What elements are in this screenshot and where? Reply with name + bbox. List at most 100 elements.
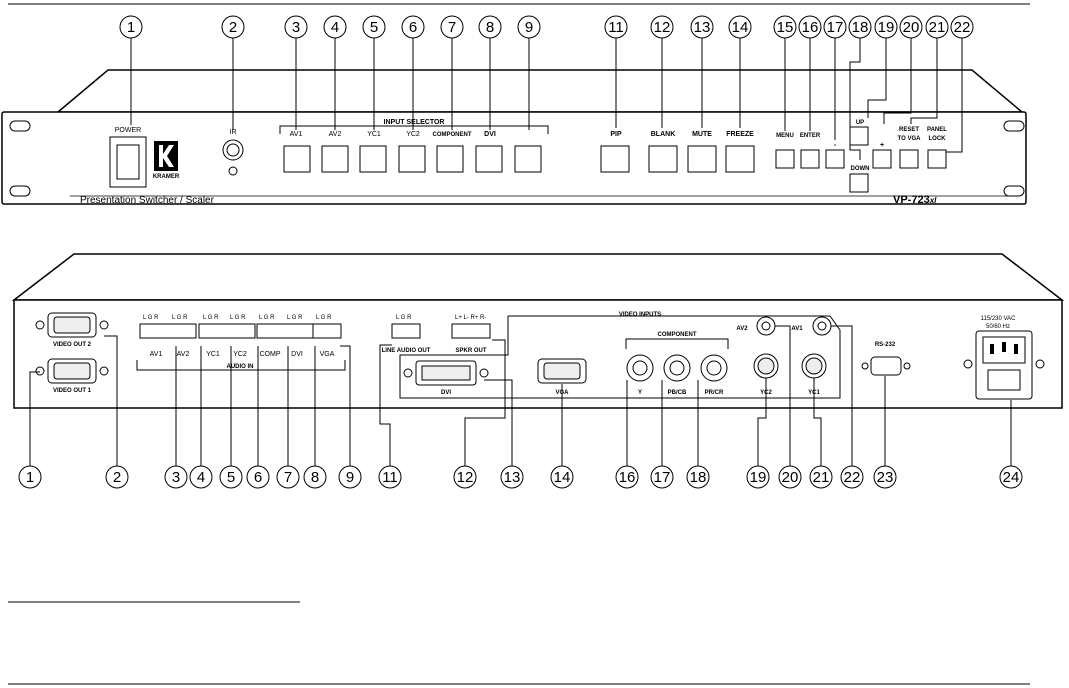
power-spec-frequency: 50/60 Hz: [986, 324, 1010, 330]
lock-label: LOCK: [929, 136, 947, 142]
freeze-button[interactable]: [725, 145, 755, 173]
av2-label: AV2: [736, 326, 748, 332]
callout-circle: [550, 465, 574, 489]
rack-hole: [9, 185, 31, 197]
svideo-pins-icon: [757, 357, 775, 375]
input-button-yc2[interactable]: [398, 145, 426, 173]
input-button-component[interactable]: [436, 145, 464, 173]
front-callout-5: 5: [370, 19, 378, 36]
screw-icon: [903, 362, 911, 370]
menu-button[interactable]: [775, 149, 795, 169]
front-panel: POWER KRAMER IR INPUT SELECTOR AV1 AV2 Y…: [1, 15, 1027, 206]
lgr-label: L G R: [230, 315, 246, 321]
rear-callout-13: 13: [504, 469, 521, 486]
up-button[interactable]: [849, 126, 869, 146]
av1-label: AV1: [791, 326, 803, 332]
rca-ring-icon: [706, 360, 722, 376]
input-button-av1[interactable]: [283, 145, 311, 173]
front-callout-16: 16: [802, 19, 819, 36]
screw-icon: [99, 320, 109, 330]
ir-sensor-inner: [226, 143, 240, 157]
socket-pin-icon: [990, 344, 994, 354]
pip-button[interactable]: [600, 145, 630, 173]
fuse-holder-icon[interactable]: [987, 369, 1021, 391]
enter-button[interactable]: [800, 149, 820, 169]
spkr-out-block[interactable]: [451, 323, 491, 339]
component-pr-label: PR/CR: [705, 390, 724, 396]
rear-callout-2: 2: [113, 469, 121, 486]
front-callout-11: 11: [608, 19, 624, 36]
input-button-vga[interactable]: [514, 145, 542, 173]
audio-terminal-block[interactable]: [198, 323, 256, 339]
brand-label: KRAMER: [153, 174, 180, 180]
rear-callout-16: 16: [619, 469, 636, 486]
callout-circle: [690, 15, 714, 39]
rear-callout-1: 1: [26, 469, 34, 486]
rear-callout-6: 6: [254, 469, 262, 486]
front-callout-4: 4: [331, 19, 339, 36]
mute-button[interactable]: [687, 145, 717, 173]
audio-in-bracket: [136, 360, 346, 371]
callout-circle: [809, 465, 833, 489]
front-callout-18: 18: [852, 19, 869, 36]
audio-label-yc1: YC1: [206, 351, 220, 358]
callout-circle: [440, 15, 464, 39]
line-audio-out-label: LINE AUDIO OUT: [382, 348, 431, 354]
rear-callout-23: 23: [877, 469, 894, 486]
audio-terminal-block[interactable]: [256, 323, 314, 339]
input-label-yc1: YC1: [367, 131, 381, 138]
rear-callout-3: 3: [172, 469, 180, 486]
callout-circle: [500, 465, 524, 489]
vga-pins-icon: [543, 362, 581, 380]
minus-button[interactable]: [825, 149, 845, 169]
callout-circle: [686, 465, 710, 489]
callout-circle: [478, 15, 502, 39]
front-callout-3: 3: [292, 19, 300, 36]
line-audio-out-block[interactable]: [391, 323, 421, 339]
model-label: VP-723xl: [893, 194, 937, 206]
rca-ring-icon: [817, 321, 827, 331]
input-label-av1: AV1: [290, 131, 303, 138]
callout-circle: [950, 15, 974, 39]
panel-lock-button[interactable]: [927, 149, 947, 169]
input-button-yc1[interactable]: [359, 145, 387, 173]
input-button-dvi[interactable]: [475, 145, 503, 173]
front-callout-19: 19: [878, 19, 895, 36]
rca-ring-icon: [669, 360, 685, 376]
power-spec-voltage: 115/230 VAC: [981, 316, 1016, 322]
power-switch[interactable]: [116, 144, 140, 180]
rca-ring-icon: [632, 360, 648, 376]
line-out-lgr-label: L G R: [396, 315, 412, 321]
audio-terminal-block[interactable]: [139, 323, 197, 339]
callout-circle: [778, 465, 802, 489]
callout-circle: [189, 465, 213, 489]
rs232-port[interactable]: [870, 356, 902, 376]
ir-led-icon: [228, 166, 238, 176]
callout-circle: [615, 465, 639, 489]
component-pb-label: PB/CB: [668, 390, 687, 396]
reset-to-vga-button[interactable]: [899, 149, 919, 169]
audio-label-dvi: DVI: [291, 351, 303, 358]
front-panel-face: [1, 111, 1027, 205]
rear-callout-11: 11: [382, 469, 398, 486]
component-label: COMPONENT: [658, 332, 697, 338]
down-button[interactable]: [849, 173, 869, 193]
product-line-label: Presentation Switcher / Scaler: [80, 195, 215, 206]
input-button-av2[interactable]: [321, 145, 349, 173]
front-leader-lines: [130, 37, 963, 160]
callout-circle: [650, 15, 674, 39]
plus-button[interactable]: [872, 149, 892, 169]
rear-callout-8: 8: [311, 469, 319, 486]
mute-label: MUTE: [692, 131, 712, 138]
rear-callout-24: 24: [1003, 469, 1020, 486]
input-label-dvi: DVI: [484, 131, 496, 138]
callout-circle: [303, 465, 327, 489]
front-callouts: 1 2 3 4 5 6 7 8 9 11 12 13 14 1: [119, 15, 974, 39]
input-selector-bracket: [279, 125, 549, 134]
audio-terminal-block[interactable]: [312, 323, 342, 339]
front-callout-22: 22: [954, 19, 971, 36]
plus-label: +: [880, 142, 884, 149]
blank-button[interactable]: [648, 145, 678, 173]
to-vga-label: TO VGA: [898, 136, 922, 142]
